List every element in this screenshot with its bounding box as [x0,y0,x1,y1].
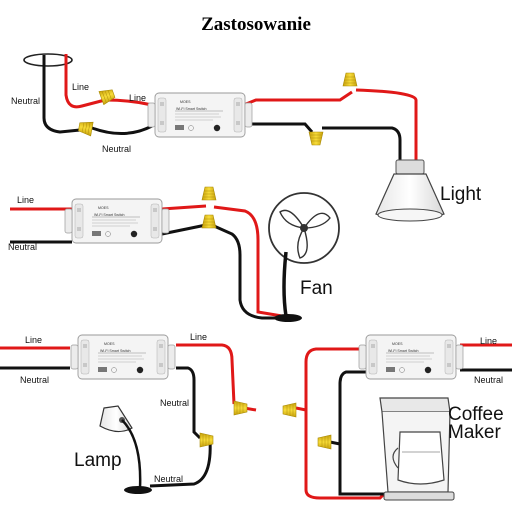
page-title: Zastosowanie [201,14,311,35]
ceiling-box [23,53,73,67]
neutral-wire [246,122,314,133]
label-line: Line [129,93,146,103]
label-line: Line [25,335,42,345]
neutral-wire [338,370,384,496]
module-brand: MOES [392,342,403,346]
smart-switch-module [64,198,170,244]
wire-connector [77,119,94,137]
wire-connector [342,72,358,87]
wire-connector [282,402,297,418]
diagram-light: MOES Wi-Fi Smart Switch Neutral Line Lin… [11,53,482,222]
line-wire [295,406,307,412]
module-name: Wi-Fi Smart Switch [176,107,207,111]
line-wire [176,343,236,405]
line-wire [355,88,418,162]
module-name: Wi-Fi Smart Switch [94,213,125,217]
module-brand: MOES [180,100,191,104]
wire-connector [308,131,324,146]
line-wire [64,54,106,109]
wire-connector [317,434,332,450]
light-bulb-icon [375,159,445,222]
label-neutral: Neutral [102,144,131,154]
label-neutral: Neutral [154,474,183,484]
coffee-maker-icon [379,397,455,501]
label-line: Line [72,82,89,92]
device-label-light: Light [440,184,482,205]
device-label-fan: Fan [300,278,333,299]
neutral-wire [161,223,207,236]
label-line: Line [190,332,207,342]
diagram-lamp: MOES Wi-Fi Smart Switch Line Neutral Lin… [0,332,257,494]
neutral-wire [176,366,202,440]
neutral-wire [329,440,341,446]
line-wire [213,205,283,318]
line-wire [245,90,353,106]
smart-switch-module [358,334,464,380]
label-neutral: Neutral [474,375,503,385]
label-neutral: Neutral [11,96,40,106]
diagram-fan: MOES Wi-Fi Smart Switch Line Neutral Fan [8,186,340,322]
module-brand: MOES [104,342,115,346]
line-wire [304,347,386,500]
label-line: Line [17,195,34,205]
device-label-maker: Maker [448,422,501,443]
device-label-coffee: Coffee [448,404,504,425]
neutral-wire [42,55,81,134]
label-neutral: Neutral [8,242,37,252]
diagram-coffee: MOES Wi-Fi Smart Switch Line Neutral Cof… [282,334,512,501]
neutral-wire [149,439,212,488]
smart-switch-module [70,334,176,380]
label-neutral: Neutral [20,375,49,385]
device-label-lamp: Lamp [74,450,122,471]
label-neutral: Neutral [160,398,189,408]
wire-connector [233,400,248,416]
neutral-wire [322,126,402,162]
neutral-wire [213,224,282,320]
lamp-icon [99,405,152,494]
label-line: Line [480,336,497,346]
fan-icon [268,192,340,322]
wire-connector [201,214,217,229]
line-wire [161,204,207,211]
wire-connector [201,186,217,201]
neutral-wire [91,124,153,135]
module-name: Wi-Fi Smart Switch [388,349,419,353]
module-brand: MOES [98,206,109,210]
smart-switch-module [147,92,253,138]
module-name: Wi-Fi Smart Switch [100,349,131,353]
